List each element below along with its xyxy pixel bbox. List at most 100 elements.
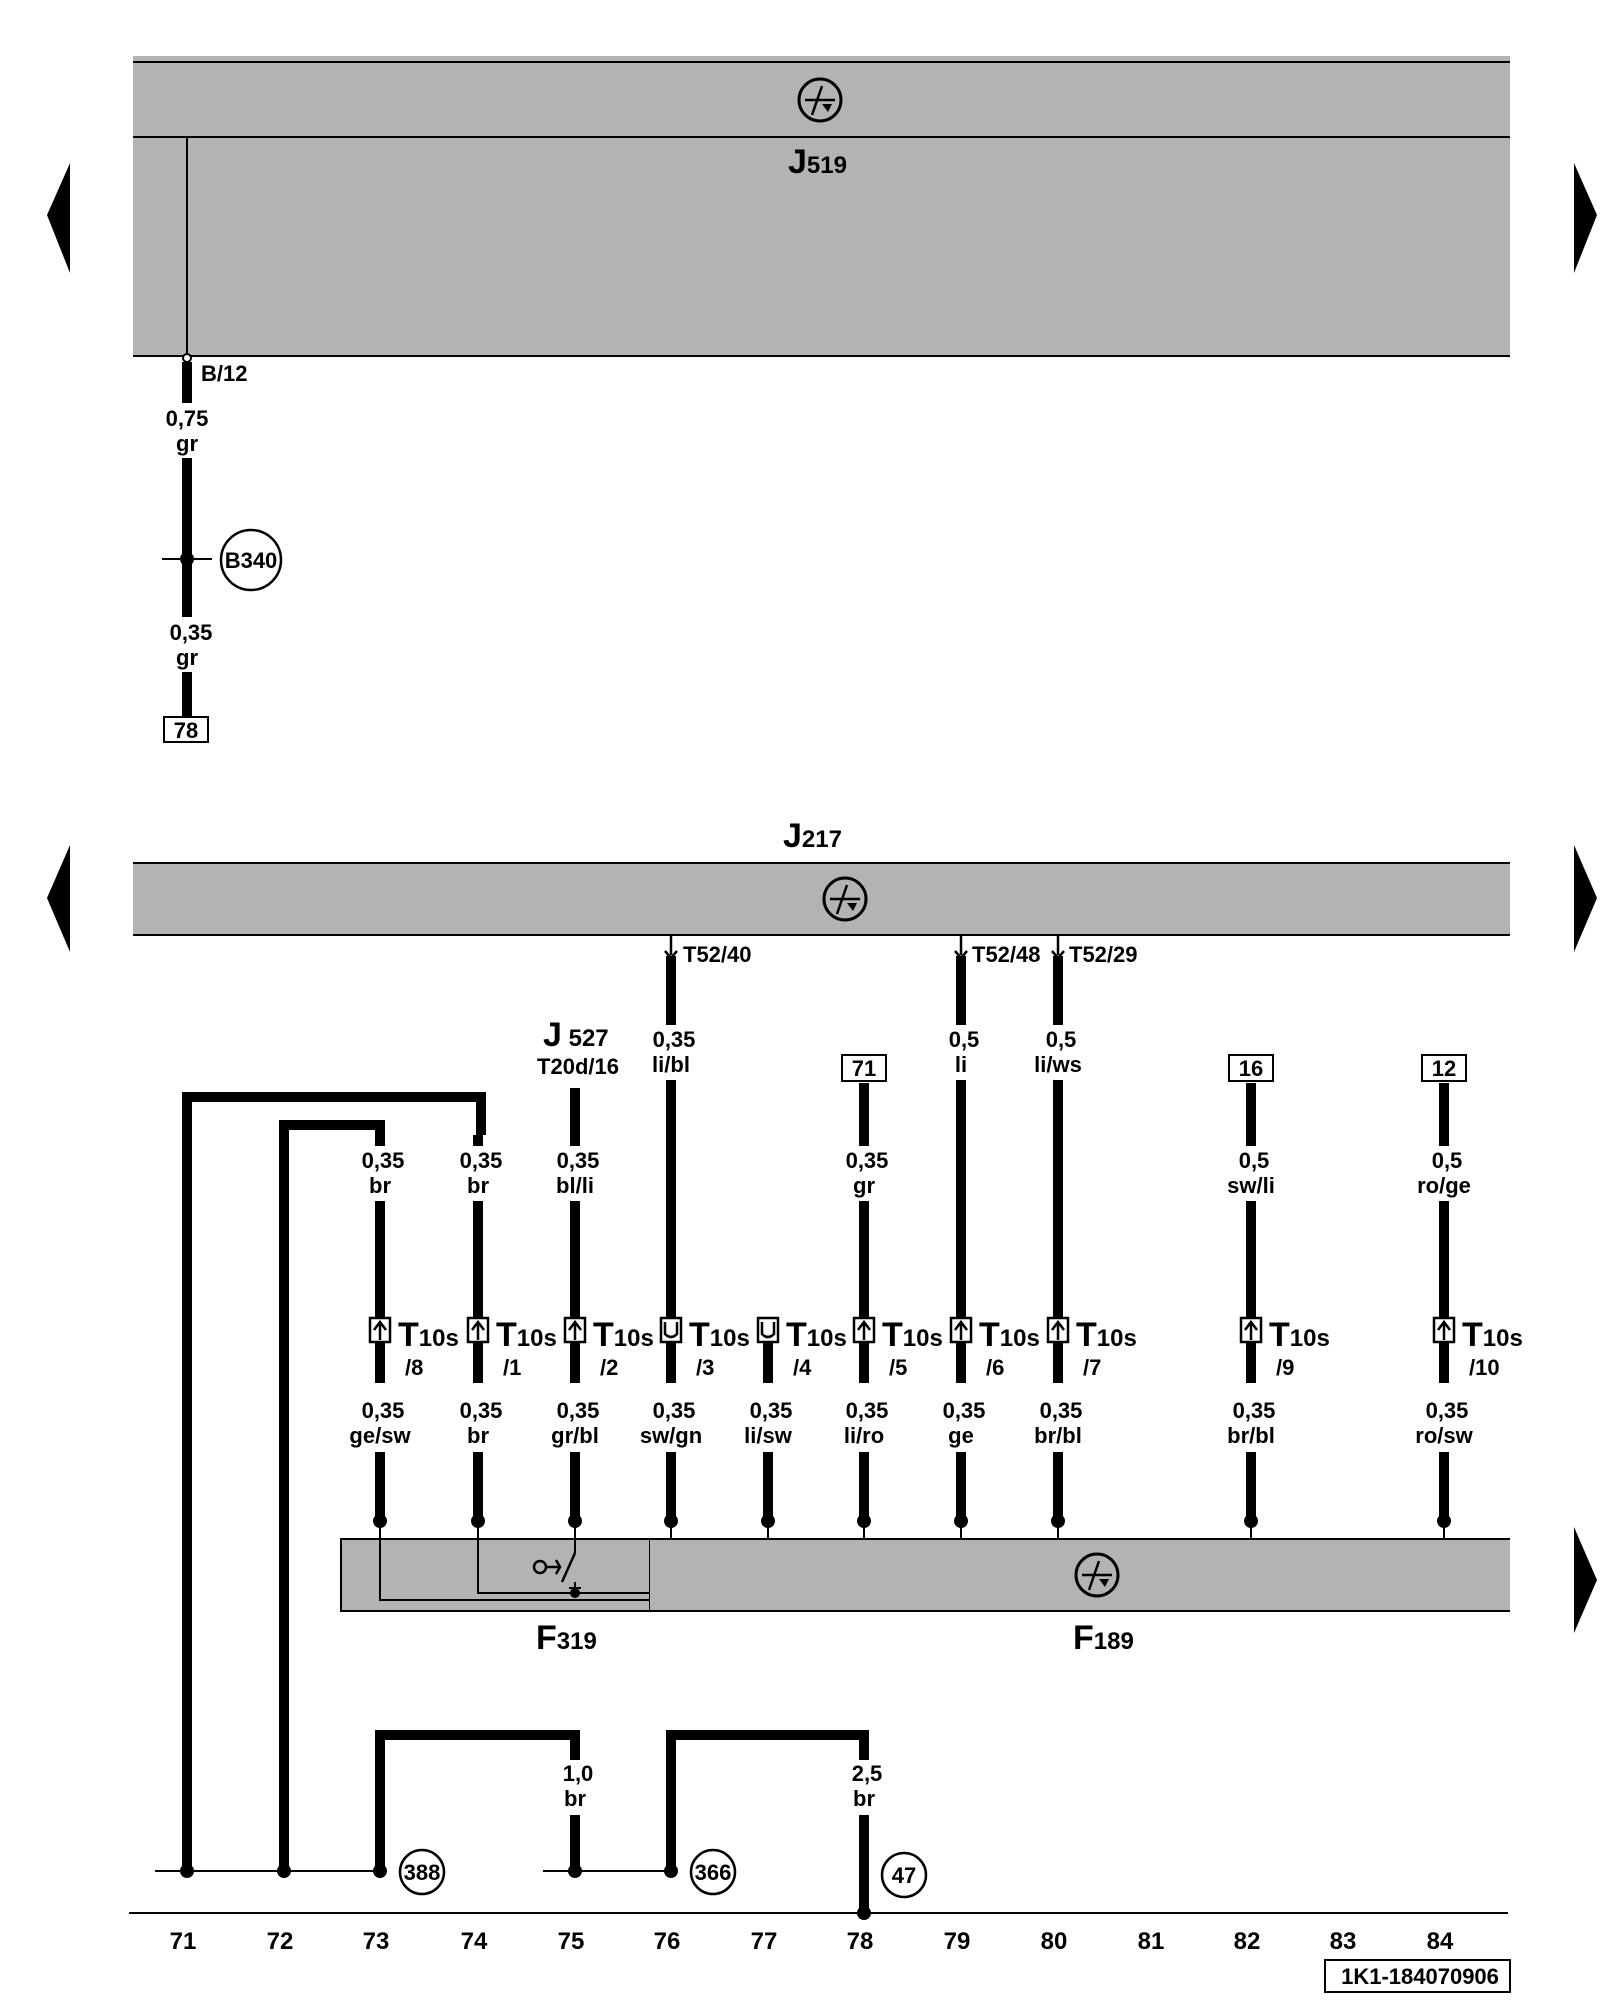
connector-t10s-label: T10s	[786, 1316, 847, 1354]
wire-ground-1-color: br	[564, 1786, 586, 1811]
wire-upper-5-size: 0,35	[846, 1148, 889, 1173]
connector-t10s-pin	[1046, 1316, 1070, 1344]
ref-box-71-label: 71	[852, 1056, 876, 1081]
connector-t10s-pin	[949, 1316, 973, 1344]
ground-point-388[interactable]	[398, 1848, 446, 1896]
wire-loop-71-74[interactable]	[182, 1092, 486, 1870]
wire-lower-9-color: br/bl	[1227, 1423, 1275, 1448]
connector-pin-number: /8	[405, 1355, 423, 1380]
doc-code-label: 1K1-184070906	[1341, 1964, 1499, 1989]
track-number: 82	[1234, 1928, 1261, 1955]
track-number: 73	[363, 1928, 390, 1955]
wire-lower-8-size: 0,35	[1040, 1398, 1083, 1423]
connector-t10s-pin	[852, 1316, 876, 1344]
connector-t10s-label: T10s	[1076, 1316, 1137, 1354]
j519-letter: J	[788, 143, 807, 181]
wire-upper-1-color: br	[369, 1173, 391, 1198]
wire-upper-9-size: 0,5	[1432, 1148, 1463, 1173]
ground-point-388-label: 388	[404, 1860, 441, 1885]
ground-node-76	[664, 1864, 678, 1878]
ground-node-72	[277, 1864, 291, 1878]
track-number: 83	[1330, 1928, 1357, 1955]
connector-pin-number: /1	[503, 1355, 521, 1380]
connector-t10s-pin	[563, 1316, 587, 1344]
connector-t10s-label: T10s	[496, 1316, 557, 1354]
connector-sub: 10s	[903, 1325, 943, 1352]
wire-upper-7-size: 0,5	[1046, 1027, 1077, 1052]
track-number: 76	[654, 1928, 681, 1955]
wire-ground-1-size: 1,0	[563, 1761, 594, 1786]
track-number: 77	[751, 1928, 778, 1955]
wire-upper-8-color: sw/li	[1227, 1173, 1275, 1198]
wire-lower-1-color: ge/sw	[349, 1423, 411, 1448]
ref-box-78-label: 78	[174, 718, 198, 743]
pin-marker-t52-40	[664, 936, 678, 960]
nav-left-arrow-top[interactable]	[47, 163, 70, 273]
nav-left-arrow-mid[interactable]	[47, 845, 70, 952]
connector-t10s-label: T10s	[398, 1316, 459, 1354]
f319-number: 319	[557, 1628, 597, 1655]
ground-node-73	[373, 1864, 387, 1878]
wire-ground-73-75[interactable]	[375, 1730, 580, 1870]
j217-unit	[133, 863, 1510, 935]
track-number: 81	[1138, 1928, 1165, 1955]
wire-top-1-size: 0,75	[166, 406, 209, 431]
component-label-f319: F319	[536, 1619, 597, 1657]
wire-upper-2-size: 0,35	[460, 1148, 503, 1173]
wire-lower-4-color: sw/gn	[640, 1423, 702, 1448]
pin-marker-t52-48	[954, 936, 968, 960]
wire-lower-2-size: 0,35	[460, 1398, 503, 1423]
connector-letter: T	[398, 1316, 419, 1354]
connector-pin-number: /5	[889, 1355, 907, 1380]
component-label-j519: J519	[788, 143, 847, 181]
nav-right-arrow-bottom[interactable]	[1574, 1527, 1597, 1633]
connector-letter: T	[786, 1316, 807, 1354]
connector-letter: T	[593, 1316, 614, 1354]
connector-sub: 10s	[1483, 1325, 1523, 1352]
connector-sub: 10s	[1000, 1325, 1040, 1352]
pin-b12-label: B/12	[201, 361, 247, 386]
pin-t52-40-label: T52/40	[683, 942, 752, 967]
ref-box-12-label: 12	[1432, 1056, 1456, 1081]
wire-lower-1-size: 0,35	[362, 1398, 405, 1423]
ref-box-16[interactable]	[1228, 1054, 1274, 1082]
control-unit-icon	[797, 77, 843, 123]
nav-right-arrow-mid[interactable]	[1574, 845, 1597, 952]
connector-t10s-label: T10s	[1269, 1316, 1330, 1354]
ref-box-16-label: 16	[1239, 1056, 1263, 1081]
j217-number: 217	[802, 826, 842, 853]
wire-ground-2-color: br	[853, 1786, 875, 1811]
track-number: 78	[847, 1928, 874, 1955]
connector-letter: T	[689, 1316, 710, 1354]
control-unit-icon	[1074, 1552, 1120, 1598]
junction-b340-circle	[219, 528, 283, 592]
connector-t10s-pin	[1432, 1316, 1456, 1344]
wire-ground-76-78[interactable]	[666, 1730, 869, 1870]
connector-sub: 10s	[1097, 1325, 1137, 1352]
connector-pin-number: /3	[696, 1355, 714, 1380]
pin-b12-marker	[182, 353, 192, 363]
ground-point-47[interactable]	[880, 1851, 928, 1899]
wire-lower-8-color: br/bl	[1034, 1423, 1082, 1448]
connector-letter: T	[979, 1316, 1000, 1354]
ground-node-71	[180, 1864, 194, 1878]
wire-upper-5-color: gr	[853, 1173, 875, 1198]
ref-box-12[interactable]	[1421, 1054, 1467, 1082]
f319-internal-line-a	[379, 1520, 650, 1601]
nav-right-arrow-top[interactable]	[1574, 163, 1597, 273]
ref-box-78[interactable]	[163, 716, 209, 743]
wire-loop-72-73[interactable]	[279, 1120, 385, 1870]
ref-box-71[interactable]	[841, 1054, 887, 1082]
wire-columns: 0,35br0,35br0,35bl/li0,35li/bl0,35gr0,5l…	[349, 956, 1523, 1539]
wire-upper-6-size: 0,5	[949, 1027, 980, 1052]
wire-upper-6-color: li	[955, 1052, 967, 1077]
connector-letter: T	[882, 1316, 903, 1354]
wire-upper-4-color: li/bl	[652, 1052, 690, 1077]
wire-upper-2-color: br	[467, 1173, 489, 1198]
wire-upper-3-color: bl/li	[556, 1173, 594, 1198]
j519-number: 519	[807, 152, 847, 179]
ground-point-366[interactable]	[689, 1848, 737, 1896]
connector-sub: 10s	[710, 1325, 750, 1352]
component-label-f189: F189	[1073, 1619, 1134, 1657]
